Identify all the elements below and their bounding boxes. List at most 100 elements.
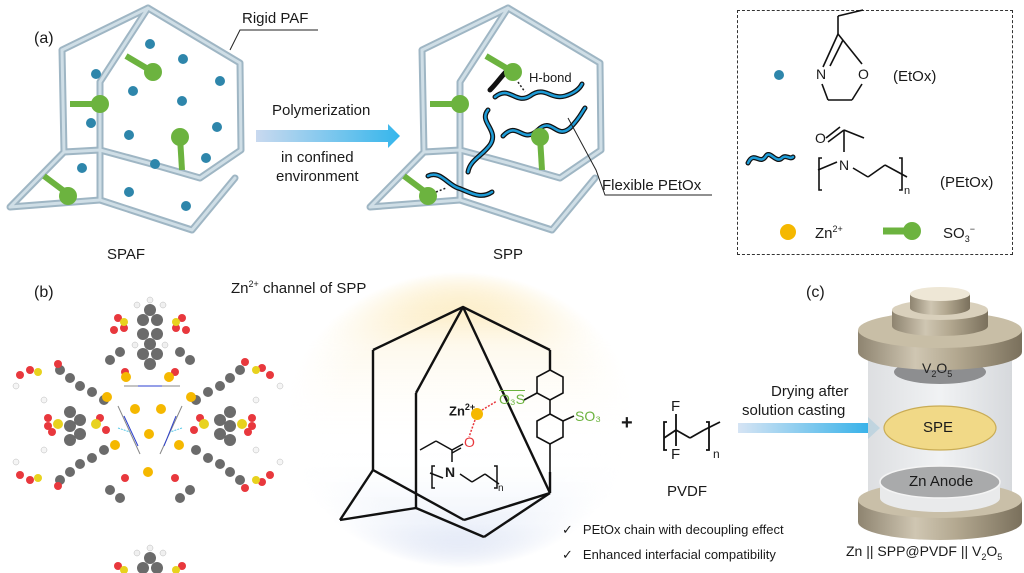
check-icon: ✓ <box>562 547 573 562</box>
zn-ion <box>143 467 153 477</box>
drying-arrow-shape <box>738 417 880 439</box>
poly-n-label: n <box>498 483 504 494</box>
channel-zn-sup: 2+ <box>248 279 259 289</box>
zn-legend-icon <box>780 224 796 240</box>
so3-top-label: O₃S <box>499 391 525 407</box>
channel-zn-base: Zn <box>231 280 249 297</box>
zn-ion <box>164 372 174 382</box>
zn-base: Zn <box>815 225 833 242</box>
etox-atom-o: O <box>858 66 869 82</box>
pvdf-label: PVDF <box>667 483 708 500</box>
panel-a-letter: (a) <box>34 30 54 47</box>
v-base: V <box>922 360 932 376</box>
etox-legend-icon <box>774 70 784 80</box>
zn-ion <box>174 440 184 450</box>
v2o5-label: V2O5 <box>922 360 952 379</box>
flexible-petox-label: Flexible PEtOx <box>602 177 702 194</box>
v-sub: 2 <box>931 368 937 379</box>
hbond-label: H-bond <box>529 70 572 85</box>
etox-atom-n: N <box>816 66 827 82</box>
etox-monomer <box>91 69 101 79</box>
guest-chains <box>117 385 183 455</box>
etox-monomer <box>124 130 134 140</box>
etox-label: (EtOx) <box>893 68 937 85</box>
zn-ion <box>130 404 140 414</box>
coordination-bond <box>468 419 476 438</box>
zn-ion <box>156 404 166 414</box>
caption-main: Zn || SPP@PVDF || V <box>846 543 982 559</box>
legend-box <box>737 10 1013 255</box>
zn-ion <box>144 429 154 439</box>
zn-ion <box>102 392 112 402</box>
rigid-paf-callout-line <box>229 29 318 51</box>
sulfonate-head <box>504 63 522 81</box>
rigid-paf-label: Rigid PAF <box>242 10 309 27</box>
bullet-1: ✓PEtOx chain with decoupling effect <box>562 522 784 538</box>
petox-label: (PEtOx) <box>940 174 994 191</box>
petox-subscript: n <box>904 185 911 197</box>
spaf-label: SPAF <box>107 246 146 263</box>
sulfonate-head <box>144 63 162 81</box>
drying-line1: Drying after <box>771 383 849 400</box>
polymerization-arrow-shape <box>256 124 400 148</box>
panel-c-letter: (c) <box>806 284 825 301</box>
etox-monomer <box>215 76 225 86</box>
zn-ion-structure <box>471 408 483 420</box>
petox-atom-n: N <box>839 157 850 173</box>
spaf-etox-monomers <box>77 39 225 211</box>
caption-sub1: 2 <box>981 551 987 562</box>
o-sub: 5 <box>947 368 953 379</box>
pvdf-f-top: F <box>671 398 681 415</box>
pvdf-f-bottom: F <box>671 446 681 463</box>
sulfonate-head <box>419 187 437 205</box>
zn-ion <box>121 372 131 382</box>
bullet-text: PEtOx chain with decoupling effect <box>582 522 784 537</box>
spp-sulfonate-groups <box>402 53 549 205</box>
petox-fragment <box>419 440 500 489</box>
zn-sup: 2+ <box>832 224 843 234</box>
etox-monomer <box>124 187 134 197</box>
zn-legend-label: Zn2+ <box>815 224 843 242</box>
channel-label: Zn2+ channel of SPP <box>231 279 366 297</box>
so3-right-label: SO₃ <box>575 408 601 424</box>
spe-label: SPE <box>923 419 954 436</box>
zn-base: Zn <box>449 403 465 419</box>
channel-rest: channel of SPP <box>258 280 367 297</box>
pvdf-n: n <box>713 447 720 461</box>
spe-disc <box>883 405 997 451</box>
zn-anode-label: Zn Anode <box>909 473 974 490</box>
hbond-dash <box>435 187 447 193</box>
bullet-2: ✓Enhanced interfacial compatibility <box>562 547 776 563</box>
biphenyl <box>523 369 575 472</box>
so3-sup: − <box>969 224 975 234</box>
spp-zn-label: Zn2+ <box>449 402 475 418</box>
confined-line2: environment <box>276 168 359 185</box>
etox-monomer <box>145 39 155 49</box>
petox-atom-o: O <box>815 130 826 146</box>
spaf-sulfonate-groups <box>42 53 189 205</box>
coordination-bond <box>481 400 498 411</box>
etox-monomer <box>150 159 160 169</box>
etox-monomer <box>86 118 96 128</box>
so3-legend-label: SO3− <box>943 224 975 244</box>
so3-sub: 3 <box>964 234 970 244</box>
adamantane-cage <box>338 305 552 539</box>
etox-monomer <box>77 163 87 173</box>
crystal-arms <box>55 347 245 503</box>
polymerization-label: Polymerization <box>272 102 371 119</box>
etox-monomer <box>181 201 191 211</box>
etox-structure <box>821 9 864 101</box>
sulfonate-head <box>59 187 77 205</box>
spp-label: SPP <box>493 246 524 263</box>
flexible-callout-line <box>567 117 712 196</box>
top-cap-knob <box>910 287 970 301</box>
caption-sub2: 5 <box>997 551 1003 562</box>
o-base: O <box>936 360 948 376</box>
confined-line1: in confined <box>281 149 354 166</box>
etox-monomer <box>212 122 222 132</box>
